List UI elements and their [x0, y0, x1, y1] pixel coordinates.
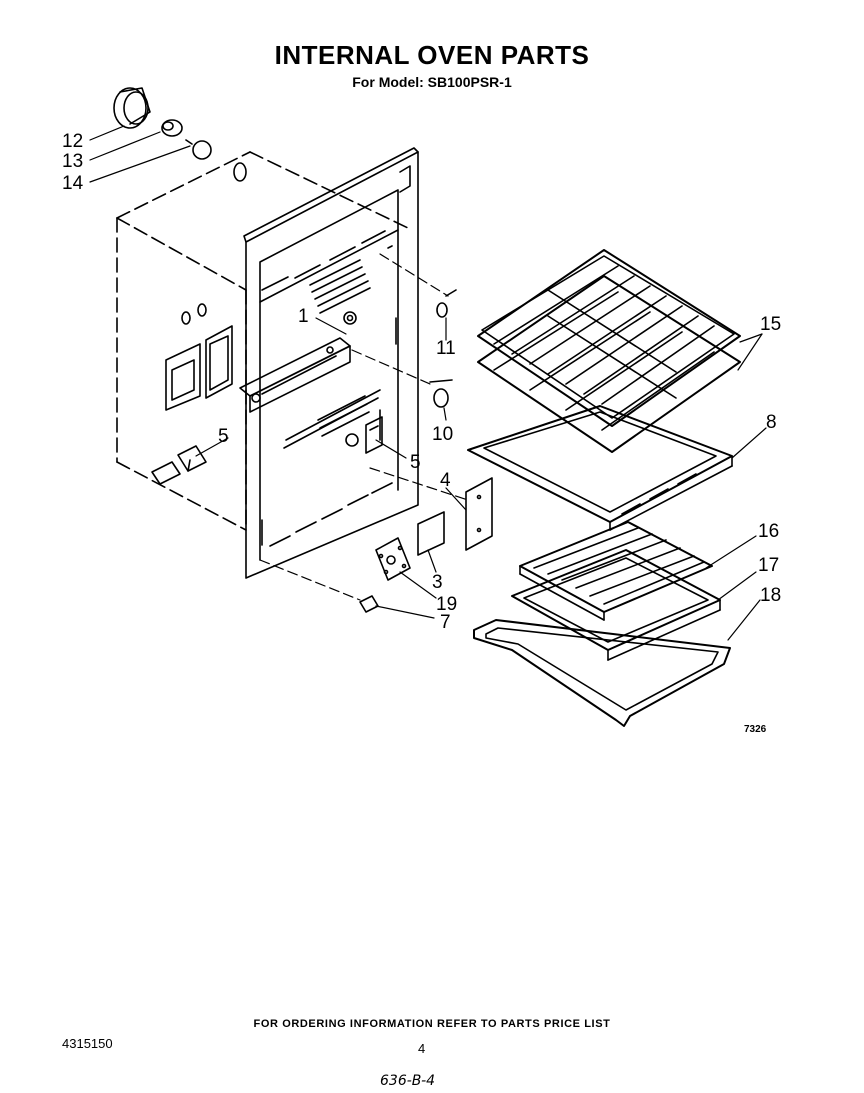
callout-17: 17: [758, 555, 779, 576]
figure-number: 7326: [744, 724, 767, 735]
part-7-clip: [359, 595, 379, 613]
callout-10: 10: [432, 424, 453, 445]
part-5-clip-left: [151, 445, 207, 485]
part-15-oven-racks: [477, 249, 741, 453]
callout-5-right: 5: [410, 452, 421, 473]
oven-cabinet-outline: [116, 151, 409, 531]
callout-labels: 12 13 14 1 11 10 5 5 4 3 19 7 15 8 16 17…: [62, 131, 781, 735]
callout-3: 3: [432, 572, 443, 593]
callout-15: 15: [760, 314, 781, 335]
ordering-note: FOR ORDERING INFORMATION REFER TO PARTS …: [253, 1018, 611, 1030]
callout-4: 4: [440, 470, 451, 491]
side-panel-details: [165, 303, 233, 411]
callout-12: 12: [62, 131, 83, 152]
part-3-cover: [417, 511, 445, 556]
callout-5-left: 5: [218, 426, 229, 447]
handwritten-note: 636-B-4: [380, 1073, 436, 1089]
light-hole: [233, 162, 247, 182]
leader-lines: [89, 125, 767, 641]
part-16-broiler-grid: [519, 521, 713, 621]
part-4-panel: [465, 477, 493, 551]
callout-1: 1: [298, 306, 309, 327]
part-5-bracket-right: [365, 416, 383, 454]
part-19-mounting-plate: [375, 537, 411, 581]
callout-16: 16: [758, 521, 779, 542]
callout-11: 11: [436, 338, 456, 359]
model-subtitle: For Model: SB100PSR-1: [352, 74, 512, 90]
callout-14: 14: [62, 173, 84, 194]
callout-7: 7: [440, 612, 451, 633]
callout-19: 19: [436, 594, 457, 615]
callout-8: 8: [766, 412, 777, 433]
part-11-plug: [436, 289, 457, 318]
part-8-bottom-panel: [467, 405, 733, 531]
page-title: INTERNAL OVEN PARTS: [274, 40, 590, 70]
part-17-broiler-pan: [511, 549, 721, 661]
page-number: 4: [418, 1041, 426, 1056]
document-number: 4315150: [62, 1036, 113, 1051]
part-12-light-housing: [113, 87, 151, 129]
dashed-connectors: [259, 253, 469, 601]
part-13-light-socket: [161, 119, 183, 137]
part-18-rack-frame: [473, 619, 731, 727]
callout-18: 18: [760, 585, 781, 606]
part-10-knob: [429, 379, 453, 408]
oven-liner: [243, 147, 419, 579]
part-14-light-bulb: [185, 139, 212, 160]
callout-13: 13: [62, 151, 83, 172]
part-1-shelf-bracket: [239, 337, 351, 413]
